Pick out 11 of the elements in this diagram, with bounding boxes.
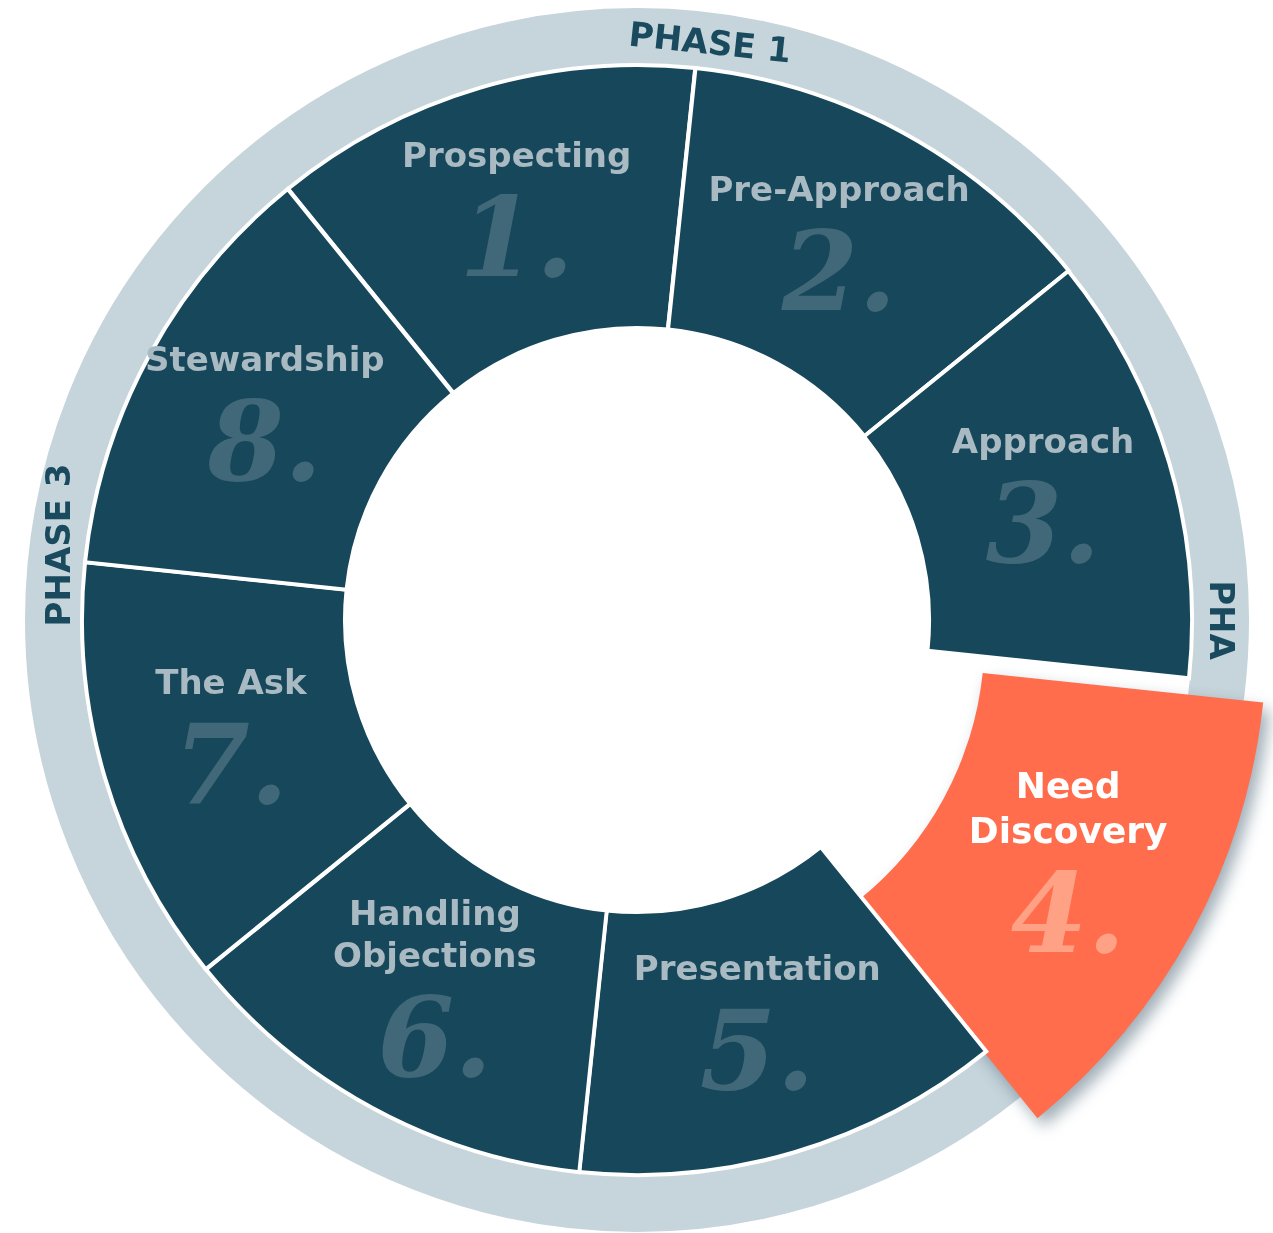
segment-label: Need Discovery bbox=[967, 763, 1169, 853]
segment-label: Stewardship bbox=[144, 338, 385, 381]
phase-label: PHASE 1 bbox=[626, 13, 794, 71]
phase-label: PHASE 3 bbox=[38, 463, 78, 627]
segment-label: Pre-Approach bbox=[708, 168, 970, 211]
segment-label: Presentation bbox=[633, 946, 881, 990]
segment-label: The Ask bbox=[155, 660, 307, 704]
segment-label: Handling Objections bbox=[332, 891, 538, 977]
segment-label: Prospecting bbox=[402, 134, 632, 177]
segment-label: Approach bbox=[951, 420, 1135, 463]
phase-label: PHA bbox=[1202, 580, 1242, 660]
